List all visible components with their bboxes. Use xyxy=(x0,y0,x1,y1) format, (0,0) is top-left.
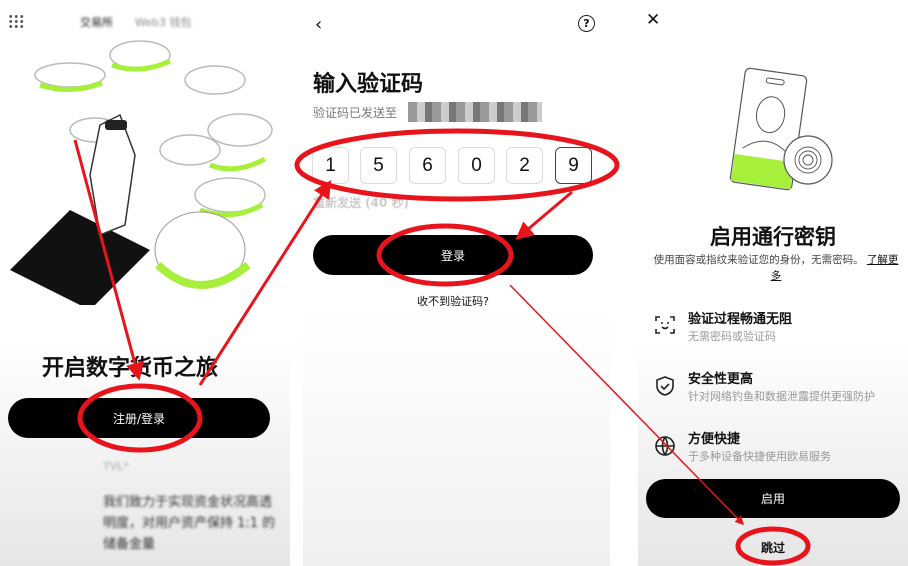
passkey-description: 使用面容或指纹来验证您的身份，无需密码。 了解更多 xyxy=(650,252,902,284)
masked-phone-number xyxy=(408,102,542,122)
enable-button[interactable]: 启用 xyxy=(646,479,900,518)
learn-more-link[interactable]: 了解更多 xyxy=(770,254,899,282)
register-login-button[interactable]: 注册/登录 xyxy=(8,398,270,438)
resend-countdown: 重新发送 (40 秒) xyxy=(313,196,410,210)
login-label: 登录 xyxy=(440,248,465,263)
heading: 开启数字货币之旅 xyxy=(42,356,219,381)
globe-icon xyxy=(655,436,675,456)
hero-illustration xyxy=(10,40,273,305)
close-icon[interactable]: ✕ xyxy=(646,10,661,30)
tab-exchange[interactable]: 交易所 xyxy=(80,16,113,29)
register-login-label: 注册/登录 xyxy=(112,411,166,426)
skip-link[interactable]: 跳过 xyxy=(760,541,785,555)
back-chevron-icon[interactable]: ‹ xyxy=(315,14,323,35)
feature-subtitle: 无需密码或验证码 xyxy=(688,330,776,343)
passkey-illustration xyxy=(729,67,833,191)
shield-check-icon xyxy=(656,376,674,396)
feature-list: 验证过程畅通无阻 无需密码或验证码 安全性更高 针对网络钓鱼和数据泄露提供更强防… xyxy=(638,0,908,470)
feature-title: 验证过程畅通无阻 xyxy=(688,312,793,327)
welcome-screen: 交易所 Web3 钱包 开启数字货币之旅 注册/登录 TVL* 我们致力于实现资… xyxy=(0,0,290,566)
tvl-badge: TVL* xyxy=(103,460,129,473)
feature-title: 安全性更高 xyxy=(688,372,754,387)
page-title: 输入验证码 xyxy=(313,72,424,97)
feature-subtitle: 于多种设备快捷使用欧易服务 xyxy=(688,450,831,463)
sent-to-label: 验证码已发送至 xyxy=(313,106,398,120)
verification-screen: ‹ ? 输入验证码 验证码已发送至 1 5 6 0 2 9 重新发送 (40 秒… xyxy=(303,0,610,566)
feature-title: 方便快捷 xyxy=(688,432,741,447)
otp-digit-1[interactable]: 1 xyxy=(312,147,349,184)
page-title: 启用通行密钥 xyxy=(710,225,836,249)
login-button[interactable]: 登录 xyxy=(313,235,593,275)
passkey-screen: ✕ 启用通行密钥 使用面容或指纹来验证您的身份，无需密码。 了解更多 验证过程畅… xyxy=(638,0,908,566)
otp-digit-2[interactable]: 5 xyxy=(360,147,397,184)
enable-label: 启用 xyxy=(760,492,785,506)
otp-digit-3[interactable]: 6 xyxy=(409,147,446,184)
otp-digit-5[interactable]: 2 xyxy=(506,147,543,184)
help-icon[interactable]: ? xyxy=(578,15,595,32)
otp-digit-6[interactable]: 9 xyxy=(555,147,592,184)
feature-subtitle: 针对网络钓鱼和数据泄露提供更强防护 xyxy=(688,390,875,403)
description-text: 使用面容或指纹来验证您的身份，无需密码。 xyxy=(653,254,864,266)
apps-grid-icon[interactable] xyxy=(8,14,24,28)
otp-digit-4[interactable]: 0 xyxy=(458,147,495,184)
tab-web3-wallet[interactable]: Web3 钱包 xyxy=(135,16,192,29)
no-code-link[interactable]: 收不到验证码? xyxy=(417,295,489,308)
reserve-description: 我们致力于实现资金状况高透明度，对用户资产保持 1:1 的储备金量 xyxy=(103,495,276,552)
face-id-icon xyxy=(655,316,675,334)
